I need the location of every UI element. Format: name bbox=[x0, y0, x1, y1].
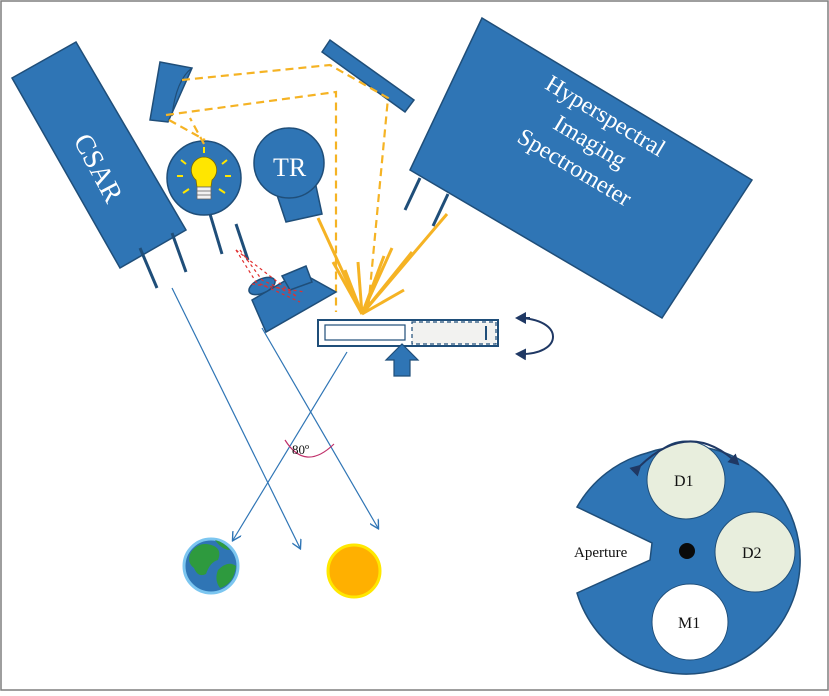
tr-label: TR bbox=[273, 153, 307, 182]
d2-slot bbox=[714, 511, 796, 593]
lamp-unit bbox=[166, 140, 242, 255]
slider-rotate-arrows-icon bbox=[515, 317, 554, 361]
angle-label: 80º bbox=[292, 442, 309, 457]
sun-icon bbox=[326, 543, 382, 599]
csar-instrument: CSAR bbox=[10, 40, 188, 289]
earth-icon bbox=[182, 537, 240, 595]
wheel-center bbox=[679, 543, 695, 559]
aperture-label: Aperture bbox=[574, 545, 628, 561]
optical-path-dashed bbox=[165, 63, 390, 312]
filter-wheel: D1 D2 M1 Aperture bbox=[574, 440, 801, 675]
diffuser-slider bbox=[317, 312, 554, 377]
m1-slot bbox=[651, 583, 729, 661]
tr-unit: TR bbox=[234, 127, 325, 261]
push-arrow-icon bbox=[384, 343, 420, 377]
angle-arc bbox=[284, 439, 335, 458]
csar-sight-line bbox=[171, 287, 300, 548]
reflected-beams bbox=[316, 213, 449, 316]
d1-label: D1 bbox=[674, 473, 694, 490]
sun-sight-line bbox=[261, 327, 378, 528]
laser-sensor bbox=[235, 249, 338, 334]
wheel-rotate-arrows-icon bbox=[629, 440, 740, 477]
calibration-mirror bbox=[149, 61, 194, 123]
m1-label: M1 bbox=[678, 615, 700, 632]
d2-label: D2 bbox=[742, 545, 762, 562]
fold-mirror bbox=[320, 38, 416, 114]
spectrometer-instrument: Hyperspectral Imaging Spectrometer bbox=[403, 16, 754, 320]
light-bulb-icon bbox=[177, 147, 231, 200]
